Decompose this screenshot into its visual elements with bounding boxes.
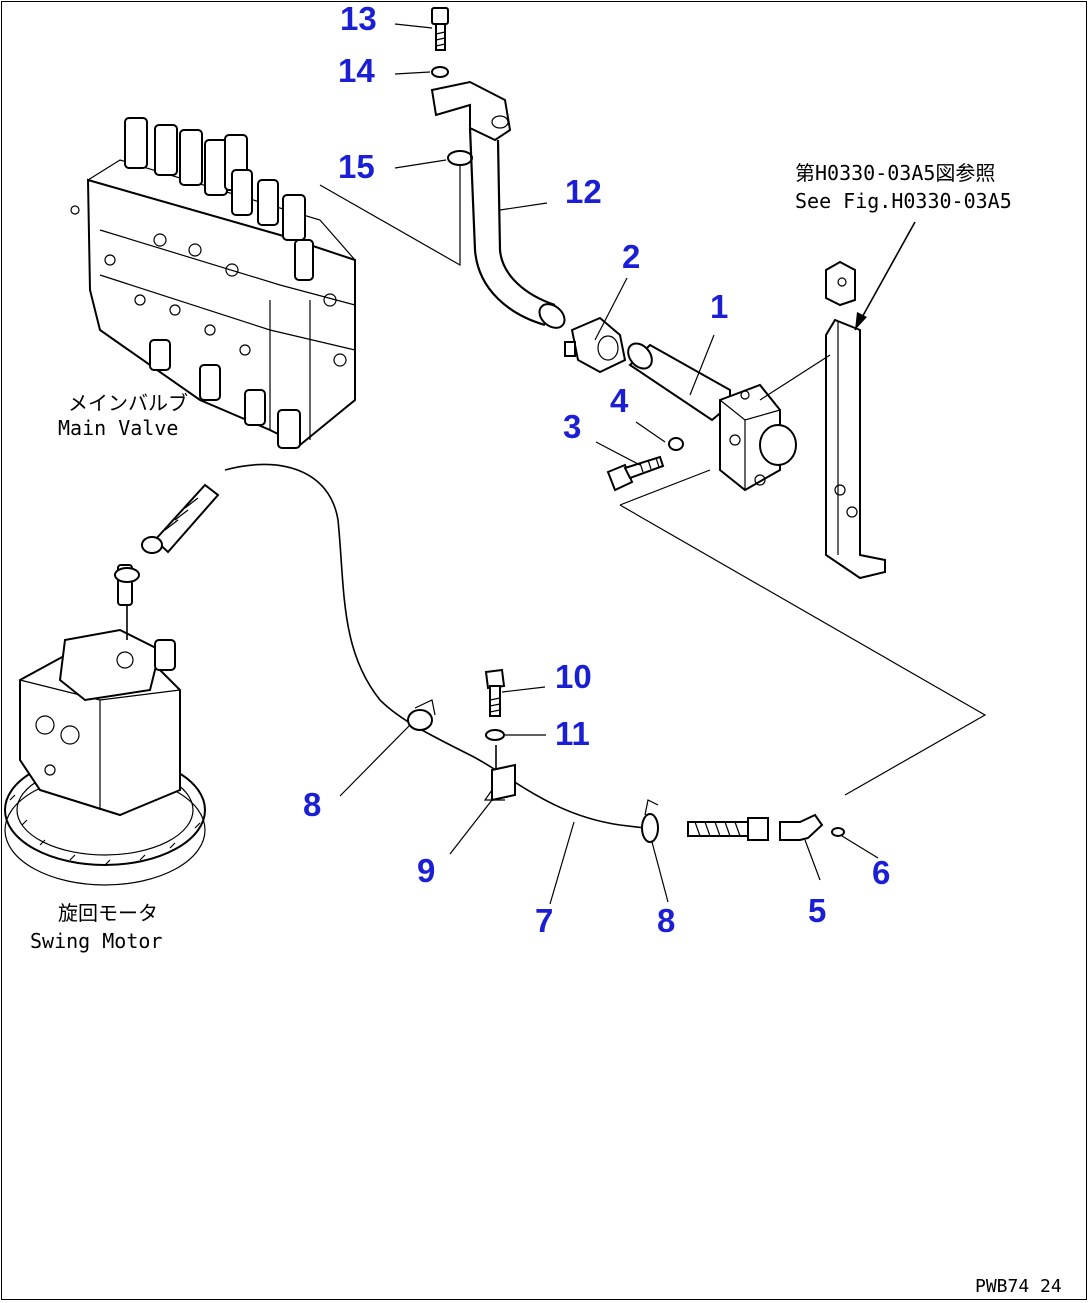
- callout-2: 2: [622, 238, 640, 275]
- hose-line: [141, 463, 769, 841]
- callout-11: 11: [555, 715, 590, 752]
- callout-7: 7: [535, 902, 553, 939]
- drawing-id: PWB74 24: [975, 1276, 1062, 1297]
- callout-4: 4: [610, 382, 629, 419]
- callout-8-left: 8: [303, 786, 321, 823]
- callout-3: 3: [563, 408, 581, 445]
- motor-fitting-drawing: [114, 564, 140, 640]
- callout-12: 12: [565, 173, 602, 210]
- callout-8-right: 8: [657, 902, 675, 939]
- reference-label-jp: 第H0330-03A5図参照: [795, 161, 995, 185]
- callout-5: 5: [808, 892, 826, 929]
- callout-9: 9: [417, 852, 435, 889]
- swing-motor-drawing: [4, 628, 206, 886]
- support-bracket-drawing: [825, 260, 886, 580]
- leader-lines: [339, 23, 916, 905]
- main-valve-label-jp: メインバルブ: [68, 391, 188, 415]
- reference-label-en: See Fig.H0330-03A5: [795, 189, 1012, 213]
- bolt-3-drawing: [606, 437, 684, 492]
- elbow-fitting-drawing: [779, 813, 845, 841]
- main-valve-label-en: Main Valve: [58, 416, 178, 440]
- bolt-10-drawing: [484, 668, 506, 741]
- block-1-drawing: [627, 342, 797, 492]
- pipe-assembly-drawing: [319, 7, 566, 329]
- callout-10: 10: [555, 658, 592, 695]
- clamp-2-drawing: [564, 316, 627, 374]
- clamp-left-drawing: [407, 699, 436, 731]
- bracket-drawing: [483, 745, 516, 802]
- main-valve-drawing: [70, 117, 356, 449]
- swing-motor-label-en: Swing Motor: [30, 929, 162, 953]
- assembly-lines: [619, 354, 987, 796]
- callout-6: 6: [872, 854, 890, 891]
- callout-15: 15: [338, 148, 375, 185]
- swing-motor-label-jp: 旋回モータ: [58, 901, 158, 925]
- callout-14: 14: [338, 52, 375, 89]
- callout-13: 13: [340, 0, 377, 37]
- callout-1: 1: [710, 288, 728, 325]
- clamp-right-drawing: [641, 799, 659, 843]
